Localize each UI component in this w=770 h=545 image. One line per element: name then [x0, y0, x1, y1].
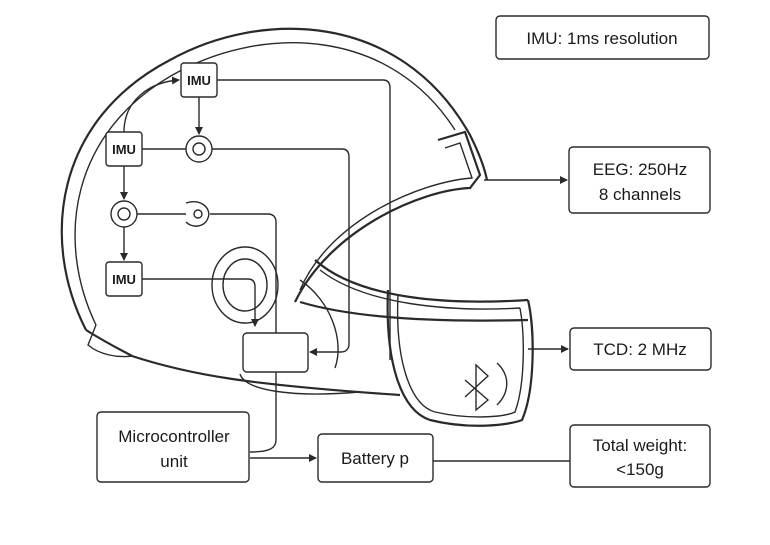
ear-sensor-icon [211, 246, 279, 324]
battery-text: Battery p [341, 449, 409, 468]
mcu-line2: unit [160, 452, 188, 471]
wiring [120, 76, 570, 462]
battery-callout [317, 433, 434, 483]
tcd-text: TCD: 2 MHz [593, 340, 687, 359]
facemask [294, 130, 534, 427]
weight-callout [569, 424, 711, 488]
signal-wave-icon [496, 362, 508, 406]
weight-line2: <150g [616, 460, 664, 479]
imu-bottom-label: IMU [112, 272, 136, 287]
imu-resolution-callout [495, 15, 710, 60]
mcu-module-box [242, 332, 309, 373]
imu-resolution-text: IMU: 1ms resolution [526, 29, 677, 48]
temple-sensor-icon [185, 201, 210, 227]
eeg-line1: EEG: 250Hz [593, 160, 688, 179]
eeg-line2: 8 channels [599, 185, 681, 204]
bluetooth-icon [464, 363, 490, 412]
mcu-line1: Microcontroller [118, 427, 230, 446]
mcu-callout [96, 411, 250, 483]
imu-top-label: IMU [187, 73, 211, 88]
tcd-callout [569, 327, 712, 371]
imu-mid-label: IMU [112, 142, 136, 157]
weight-line1: Total weight: [593, 436, 688, 455]
eeg-callout [568, 146, 711, 214]
